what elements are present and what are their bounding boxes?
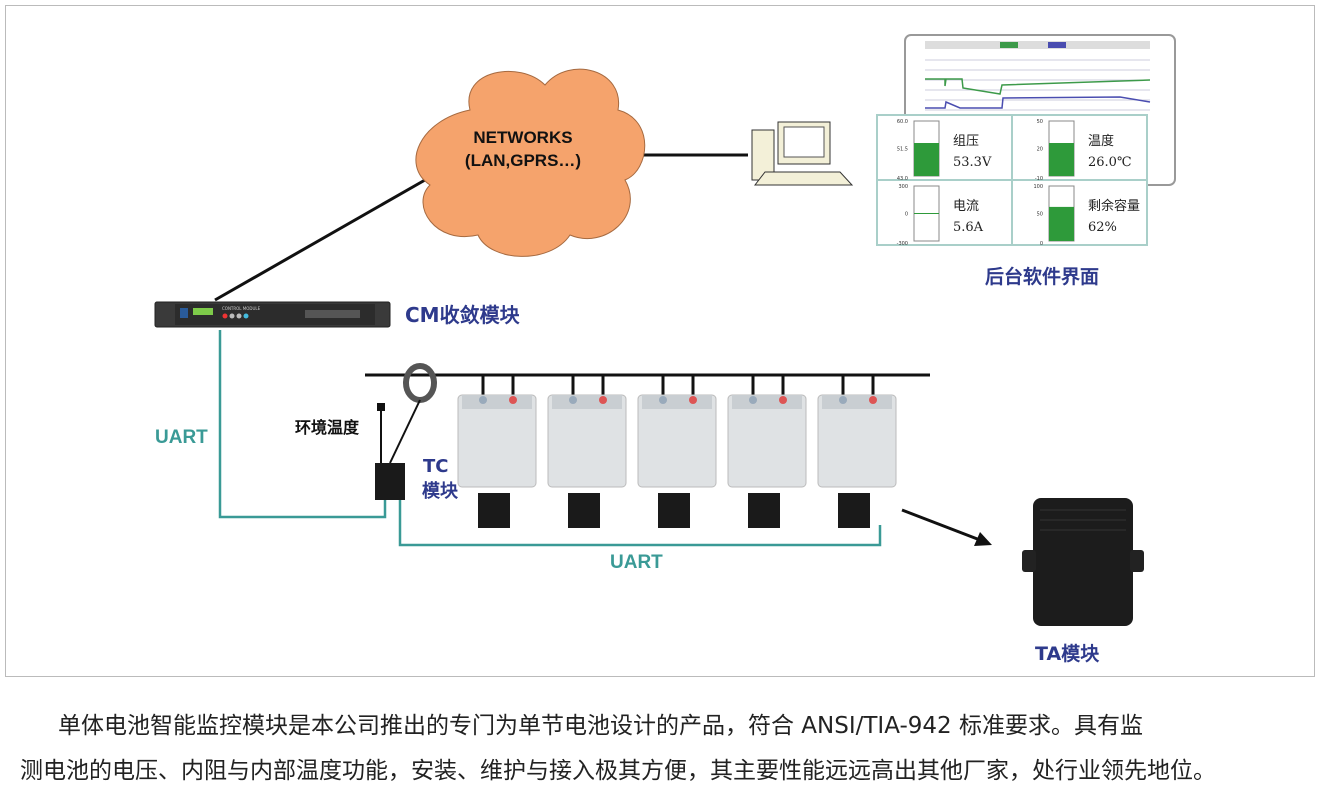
gauge-fill xyxy=(1049,143,1074,176)
gauge-fill xyxy=(1049,206,1074,241)
gauge-fill xyxy=(914,143,939,176)
gauge-value: 26.0℃ xyxy=(1088,155,1132,170)
tc-module xyxy=(838,493,870,528)
network-cloud-icon xyxy=(415,68,646,257)
gauge-tick: 60.0 xyxy=(897,119,908,125)
uart-left-label: UART xyxy=(155,427,208,448)
gauge-name: 剩余容量 xyxy=(1088,198,1140,214)
temp-sensor-icon xyxy=(377,403,385,411)
uart-bus-line xyxy=(398,500,882,547)
system-diagram: NETWORKS (LAN,GPRS…) 60.0 51.5 43.0 组压 53.3V… xyxy=(154,34,1176,665)
battery-cell xyxy=(457,373,537,528)
gauge: 300 0 -300 电流 5.6A xyxy=(897,184,984,247)
gauge-tick: 0 xyxy=(1040,241,1043,247)
battery-cell xyxy=(727,373,807,528)
gauge-tick: -10 xyxy=(1035,176,1043,182)
computer-icon xyxy=(751,121,854,186)
cm-panel-text: CONTROL MODULE xyxy=(222,306,261,311)
arrow-to-ta xyxy=(901,508,981,542)
gauge-name: 电流 xyxy=(953,199,979,214)
gauge-tick: -300 xyxy=(897,241,908,247)
gauge-tick: 300 xyxy=(898,184,908,190)
battery-cell xyxy=(637,373,717,528)
gauge-tick: 20 xyxy=(1037,147,1043,153)
env-temp-label: 环境温度 xyxy=(295,418,360,437)
current-sensor-icon xyxy=(403,363,437,403)
gauge: 50 20 -10 温度 26.0℃ xyxy=(1035,119,1132,182)
gauge-tick: 43.0 xyxy=(897,176,908,182)
cm-device: CONTROL MODULE xyxy=(154,301,391,328)
gauge-tick: 51.5 xyxy=(897,147,908,153)
gauge-tick: 0 xyxy=(905,212,908,218)
gauge: 100 50 0 剩余容量 62% xyxy=(1033,184,1140,247)
cm-network-link xyxy=(214,178,426,302)
network-label-2: (LAN,GPRS…) xyxy=(465,151,581,170)
gauge-value: 53.3V xyxy=(953,155,992,170)
gauge-tick: 50 xyxy=(1037,119,1043,125)
gauge-tick: 50 xyxy=(1037,212,1043,218)
description-line-1: 单体电池智能监控模块是本公司推出的专门为单节电池设计的产品，符合 ANSI/TI… xyxy=(58,713,1143,739)
tc-module xyxy=(478,493,510,528)
description-line-2: 测电池的电压、内阻与内部温度功能，安装、维护与接入极其方便，其主要性能远远高出其… xyxy=(20,758,1216,784)
uart-bottom-label: UART xyxy=(610,552,663,573)
tc-module xyxy=(658,493,690,528)
uart-cm-line xyxy=(218,330,387,519)
tc-module xyxy=(568,493,600,528)
tc-label-1: TC xyxy=(423,456,449,477)
gauge-tick: 100 xyxy=(1033,184,1043,190)
tc-module-main xyxy=(375,463,405,500)
battery-cell xyxy=(547,373,627,528)
network-label-1: NETWORKS xyxy=(473,128,572,147)
gauge-name: 温度 xyxy=(1088,133,1114,149)
tc-label-2: 模块 xyxy=(422,480,459,502)
tc-module xyxy=(748,493,780,528)
gauge-value: 5.6A xyxy=(953,220,984,235)
software-caption: 后台软件界面 xyxy=(985,265,1099,288)
gauge-name: 组压 xyxy=(953,134,979,149)
ta-label: TA模块 xyxy=(1035,642,1100,665)
cm-label: CM收敛模块 xyxy=(405,303,521,327)
gauge: 60.0 51.5 43.0 组压 53.3V xyxy=(897,119,992,182)
battery-cell xyxy=(817,373,897,528)
gauge-value: 62% xyxy=(1088,220,1117,235)
ta-module xyxy=(1022,498,1144,626)
diagram-frame xyxy=(5,5,1315,677)
